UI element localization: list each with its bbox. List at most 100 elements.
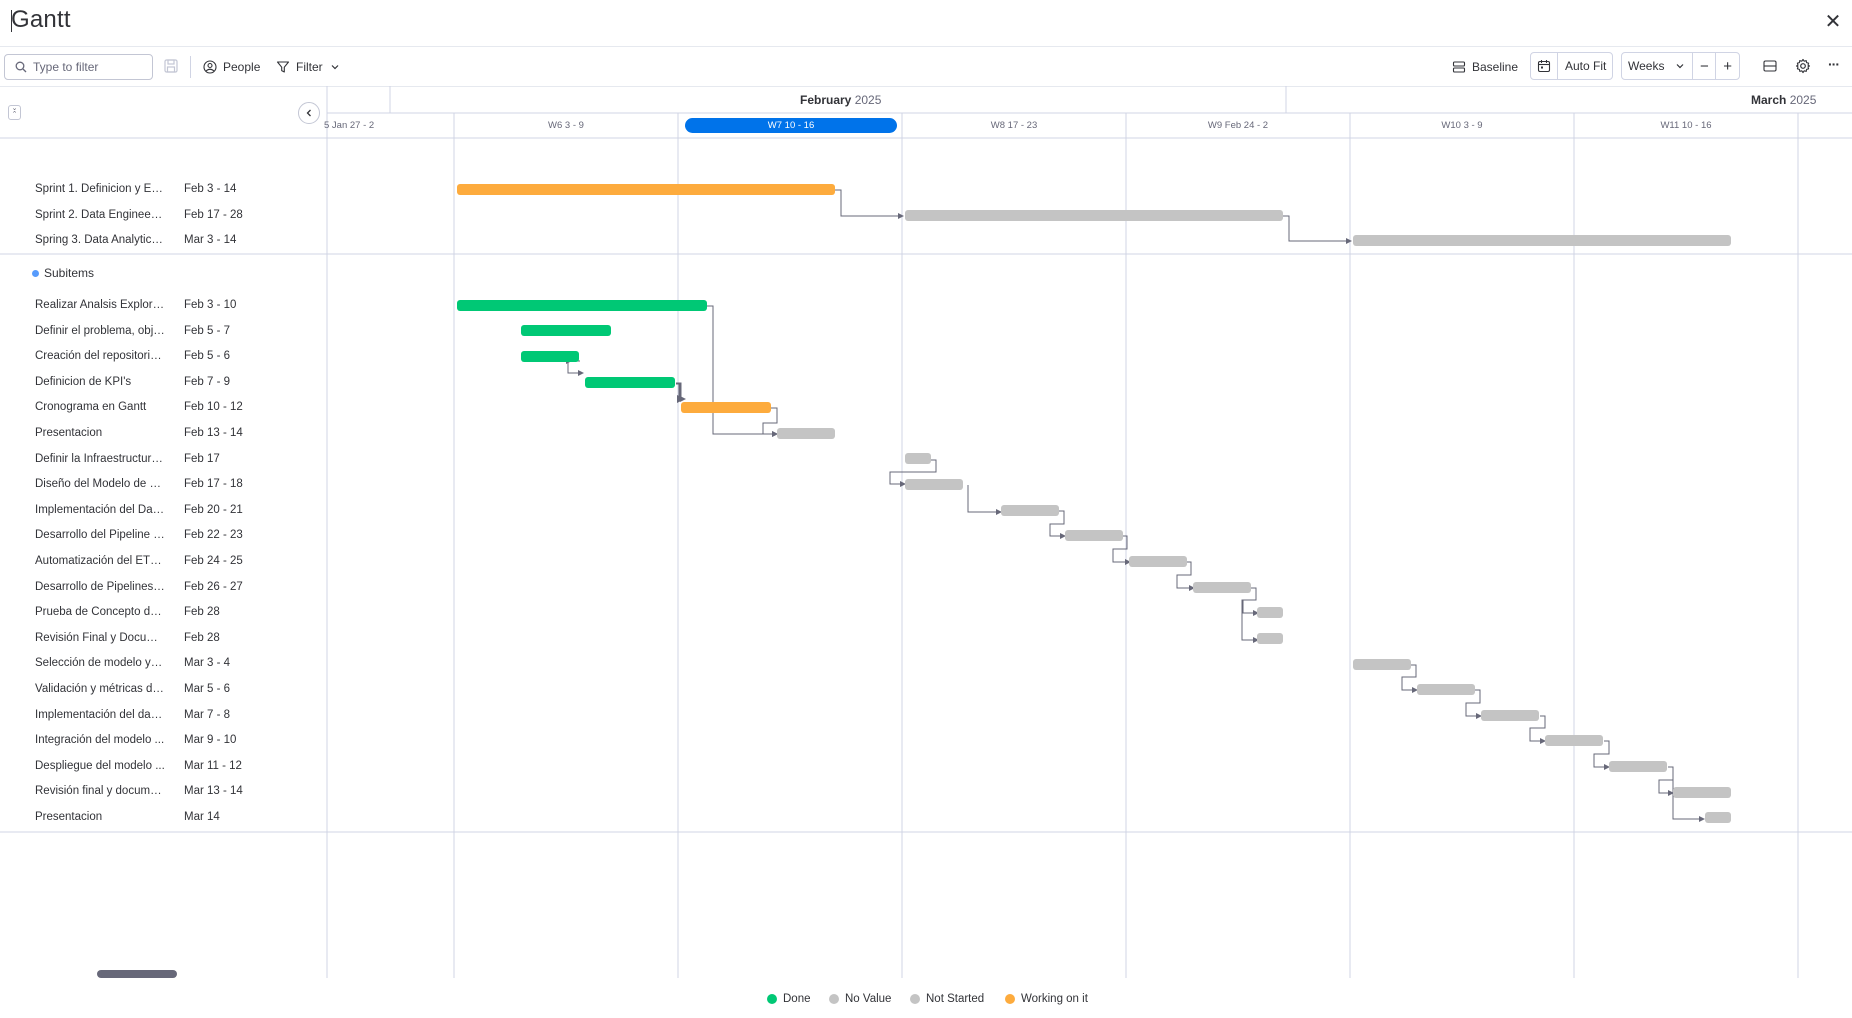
more-options-icon[interactable]: ··· bbox=[1828, 56, 1840, 72]
search-icon bbox=[15, 61, 27, 73]
zoom-in-button[interactable]: + bbox=[1723, 57, 1732, 75]
baseline-icon bbox=[1452, 61, 1466, 73]
gantt-bar bbox=[1609, 761, 1667, 772]
gantt-bar bbox=[1705, 812, 1731, 823]
subitem-date: Feb 22 - 23 bbox=[184, 529, 243, 541]
scale-group: Weeks − + bbox=[1621, 52, 1740, 80]
subitem-date: Mar 11 - 12 bbox=[184, 760, 242, 772]
subitems-group-title[interactable]: Subitems bbox=[44, 266, 95, 280]
legend-item: No Value bbox=[829, 993, 891, 1005]
legend-label: No Value bbox=[845, 993, 892, 1005]
row-date: Mar 3 - 14 bbox=[184, 234, 237, 246]
calendar-icon[interactable] bbox=[1531, 53, 1558, 79]
baseline-button[interactable]: Baseline bbox=[1448, 54, 1522, 80]
close-icon[interactable]: ✕ bbox=[1824, 10, 1842, 33]
week-label: W10 3 - 9 bbox=[1441, 120, 1483, 131]
subitem-date: Feb 17 bbox=[184, 453, 220, 465]
subitem-date: Feb 28 bbox=[184, 606, 220, 618]
header-divider bbox=[0, 46, 1852, 47]
scale-value: Weeks bbox=[1628, 59, 1665, 73]
collapse-pane-button[interactable] bbox=[298, 102, 320, 124]
subitem-date: Feb 13 - 14 bbox=[184, 427, 243, 439]
autofit-group: Auto Fit bbox=[1530, 52, 1613, 80]
gantt-bar bbox=[457, 184, 835, 195]
subitems-dot-icon bbox=[32, 270, 39, 277]
month-label-february: February 2025 bbox=[800, 93, 882, 107]
gantt-bar bbox=[905, 453, 931, 464]
week-label-current: W7 10 - 16 bbox=[685, 118, 897, 133]
gantt-bar bbox=[521, 325, 611, 336]
gantt-bar bbox=[1545, 735, 1603, 746]
filter-button[interactable]: Filter bbox=[272, 54, 345, 80]
subitem-date: Feb 5 - 7 bbox=[184, 325, 231, 337]
gantt-bar bbox=[521, 351, 579, 362]
board-title[interactable]: Gantt bbox=[11, 6, 71, 33]
chevron-down-icon bbox=[1677, 64, 1684, 69]
subitem-date: Feb 3 - 10 bbox=[184, 299, 237, 311]
chevron-down-icon bbox=[331, 65, 339, 70]
baseline-label: Baseline bbox=[1472, 60, 1519, 74]
gantt-grid bbox=[0, 86, 1852, 978]
filter-search[interactable] bbox=[4, 54, 153, 80]
subitem-date: Feb 28 bbox=[184, 632, 220, 644]
status-dot-icon bbox=[1005, 994, 1015, 1004]
gantt-bar bbox=[1353, 659, 1411, 670]
subitem-date: Feb 20 - 21 bbox=[184, 504, 243, 516]
status-dot-icon bbox=[829, 994, 839, 1004]
row-date: Feb 3 - 14 bbox=[184, 183, 237, 195]
chevron-left-icon bbox=[306, 109, 311, 117]
week-label: W8 17 - 23 bbox=[990, 120, 1038, 131]
gantt-bar bbox=[1065, 530, 1123, 541]
autofit-button[interactable]: Auto Fit bbox=[1565, 59, 1607, 73]
legend-item: Done bbox=[767, 993, 811, 1005]
status-dot-icon bbox=[910, 994, 920, 1004]
subitem-date: Mar 14 bbox=[184, 811, 220, 823]
subitem-date: Mar 13 - 14 bbox=[184, 785, 243, 797]
scale-select[interactable]: Weeks bbox=[1622, 53, 1694, 79]
subitem-date: Feb 10 - 12 bbox=[184, 401, 243, 413]
gantt-bar bbox=[777, 428, 835, 439]
filter-input[interactable] bbox=[33, 60, 143, 74]
week-label: W11 10 - 16 bbox=[1660, 120, 1712, 131]
subitem-date: Feb 7 - 9 bbox=[184, 376, 231, 388]
week-label: 5 Jan 27 - 2 bbox=[324, 120, 375, 131]
person-icon bbox=[203, 60, 217, 74]
legend-item: Working on it bbox=[1005, 993, 1088, 1005]
save-view-icon[interactable] bbox=[163, 58, 181, 76]
week-label: W6 3 - 9 bbox=[548, 120, 584, 131]
month-label-march: March 2025 bbox=[1751, 93, 1817, 107]
legend-item: Not Started bbox=[910, 993, 984, 1005]
gantt-bar bbox=[1481, 710, 1539, 721]
gantt-bar bbox=[1193, 582, 1251, 593]
people-button[interactable]: People bbox=[199, 54, 264, 80]
gantt-bar bbox=[1353, 235, 1731, 246]
gantt-bar bbox=[457, 300, 707, 311]
gantt-bar bbox=[1001, 505, 1059, 516]
legend-label: Working on it bbox=[1021, 993, 1088, 1005]
filter-label: Filter bbox=[296, 60, 323, 74]
text-cursor bbox=[11, 10, 12, 32]
gantt-bar bbox=[1673, 787, 1731, 798]
collapse-rows-icon[interactable] bbox=[1762, 58, 1778, 79]
people-label: People bbox=[223, 60, 261, 74]
legend-label: Not Started bbox=[926, 993, 985, 1005]
subitem-date: Mar 9 - 10 bbox=[184, 734, 237, 746]
gantt-bar bbox=[585, 377, 675, 388]
horizontal-scrollbar[interactable] bbox=[97, 970, 177, 978]
subitem-date: Feb 5 - 6 bbox=[184, 350, 231, 362]
subitem-date: Mar 7 - 8 bbox=[184, 709, 231, 721]
subitem-date: Feb 17 - 18 bbox=[184, 478, 243, 490]
settings-gear-icon[interactable] bbox=[1795, 58, 1811, 79]
gantt-bar bbox=[681, 402, 771, 413]
legend-label: Done bbox=[783, 993, 811, 1005]
status-dot-icon bbox=[767, 994, 777, 1004]
zoom-out-button[interactable]: − bbox=[1693, 53, 1717, 79]
subitem-date: Feb 24 - 25 bbox=[184, 555, 243, 567]
funnel-icon bbox=[276, 61, 290, 73]
subitem-date: Mar 5 - 6 bbox=[184, 683, 231, 695]
gantt-bar bbox=[905, 210, 1283, 221]
gantt-bar bbox=[905, 479, 963, 490]
row-date: Feb 17 - 28 bbox=[184, 209, 243, 221]
expand-all-icon[interactable]: ⌄⌃ bbox=[8, 105, 21, 120]
